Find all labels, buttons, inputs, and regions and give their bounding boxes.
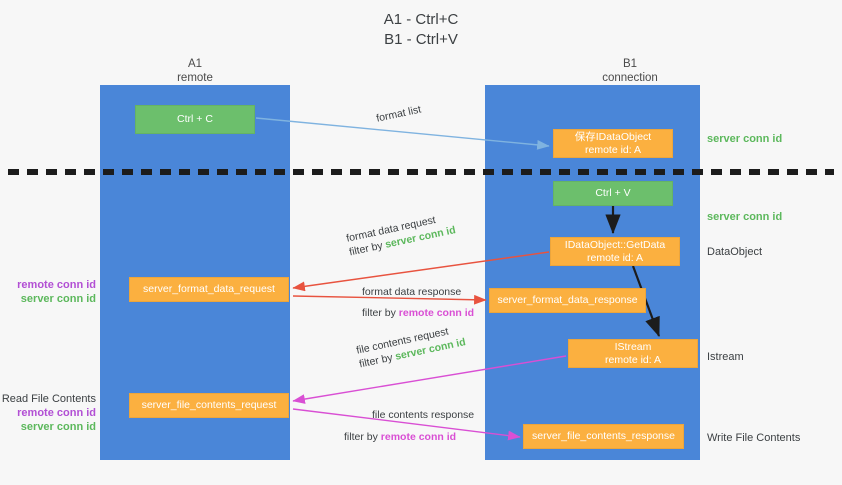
- arrow-format-list: [255, 117, 550, 150]
- box-server-file-contents-response[interactable]: server_file_contents_response: [523, 424, 684, 449]
- note-dataobject: DataObject: [707, 246, 763, 258]
- label-format-data-response-line1: format data response: [362, 286, 462, 298]
- column-header-b1: B1 connection: [555, 57, 705, 85]
- note-file-remote-conn-id: remote conn id: [17, 407, 96, 419]
- title-line-2: B1 - Ctrl+V: [384, 31, 458, 48]
- box-server-file-contents-request[interactable]: server_file_contents_request: [129, 393, 289, 418]
- filter-prefix: filter by: [362, 307, 399, 319]
- column-b1-role: connection: [602, 72, 658, 84]
- box-server-format-data-request[interactable]: server_format_data_request: [129, 277, 289, 302]
- label-file-contents-response-filter: filter by remote conn id: [344, 430, 474, 444]
- arrow-format-data-request: [292, 251, 550, 292]
- box-ctrl-c-label: Ctrl + C: [177, 113, 213, 125]
- filter-value-remote-conn-id: remote conn id: [398, 307, 475, 319]
- note-file-server-conn-id: server conn id: [20, 421, 96, 433]
- note-istream: Istream: [707, 351, 744, 363]
- column-a1-role: remote: [177, 72, 213, 84]
- box-ctrl-v-label: Ctrl + V: [595, 187, 631, 199]
- box-istream-line2: remote id: A: [604, 353, 662, 366]
- column-b1-name: B1: [622, 58, 638, 70]
- note-server-conn-id-top: server conn id: [707, 133, 783, 145]
- label-format-data-response: format data response filter by remote co…: [362, 285, 474, 320]
- box-server-format-data-response[interactable]: server_format_data_response: [489, 288, 646, 313]
- label-file-contents-response: file contents response filter by remote …: [344, 408, 475, 444]
- arrow-file-contents-request: [292, 355, 567, 404]
- box-getdata-line1: IDataObject::GetData: [564, 238, 666, 251]
- arrow-format-data-response: [292, 294, 487, 305]
- box-ctrl-c[interactable]: Ctrl + C: [135, 105, 255, 134]
- label-format-data-response-filter: filter by remote conn id: [362, 306, 474, 320]
- note-format-server-conn-id: server conn id: [20, 293, 96, 305]
- box-istream-line1: IStream: [614, 340, 652, 353]
- note-format-remote-conn-id: remote conn id: [17, 279, 96, 291]
- box-server-file-contents-request-label: server_file_contents_request: [141, 399, 277, 411]
- box-idataobject[interactable]: 保存IDataObject remote id: A: [553, 129, 673, 158]
- arrow-getdata-to-istream: [631, 265, 661, 338]
- column-header-a1: A1 remote: [120, 57, 270, 85]
- box-server-file-contents-response-label: server_file_contents_response: [531, 430, 675, 442]
- label-file-contents-response-line1: file contents response: [372, 409, 475, 421]
- arrow-file-contents-response: [292, 408, 521, 441]
- box-idataobject-line1: 保存IDataObject: [574, 130, 652, 143]
- note-server-conn-id-mid: server conn id: [707, 211, 783, 223]
- box-server-format-data-response-label: server_format_data_response: [497, 294, 638, 306]
- box-getdata-line2: remote id: A: [586, 251, 644, 264]
- column-a1-name: A1: [187, 58, 203, 70]
- box-idataobject-getdata[interactable]: IDataObject::GetData remote id: A: [550, 237, 680, 266]
- note-read-file-contents-heading: Read File Contents: [1, 393, 96, 405]
- filter-prefix: filter by: [344, 431, 381, 443]
- page-title: A1 - Ctrl+C B1 - Ctrl+V: [0, 10, 842, 50]
- note-read-file-contents: Read File Contents remote conn id server…: [0, 392, 96, 434]
- dashed-separator: [8, 169, 834, 175]
- filter-value-remote-conn-id: remote conn id: [380, 431, 457, 443]
- note-format-conn-ids: remote conn id server conn id: [0, 278, 96, 306]
- box-istream[interactable]: IStream remote id: A: [568, 339, 698, 368]
- box-server-format-data-request-label: server_format_data_request: [143, 283, 275, 295]
- box-ctrl-v[interactable]: Ctrl + V: [553, 181, 673, 206]
- title-line-1: A1 - Ctrl+C: [383, 11, 459, 28]
- box-idataobject-line2: remote id: A: [584, 143, 642, 156]
- note-write-file-contents: Write File Contents: [707, 432, 801, 444]
